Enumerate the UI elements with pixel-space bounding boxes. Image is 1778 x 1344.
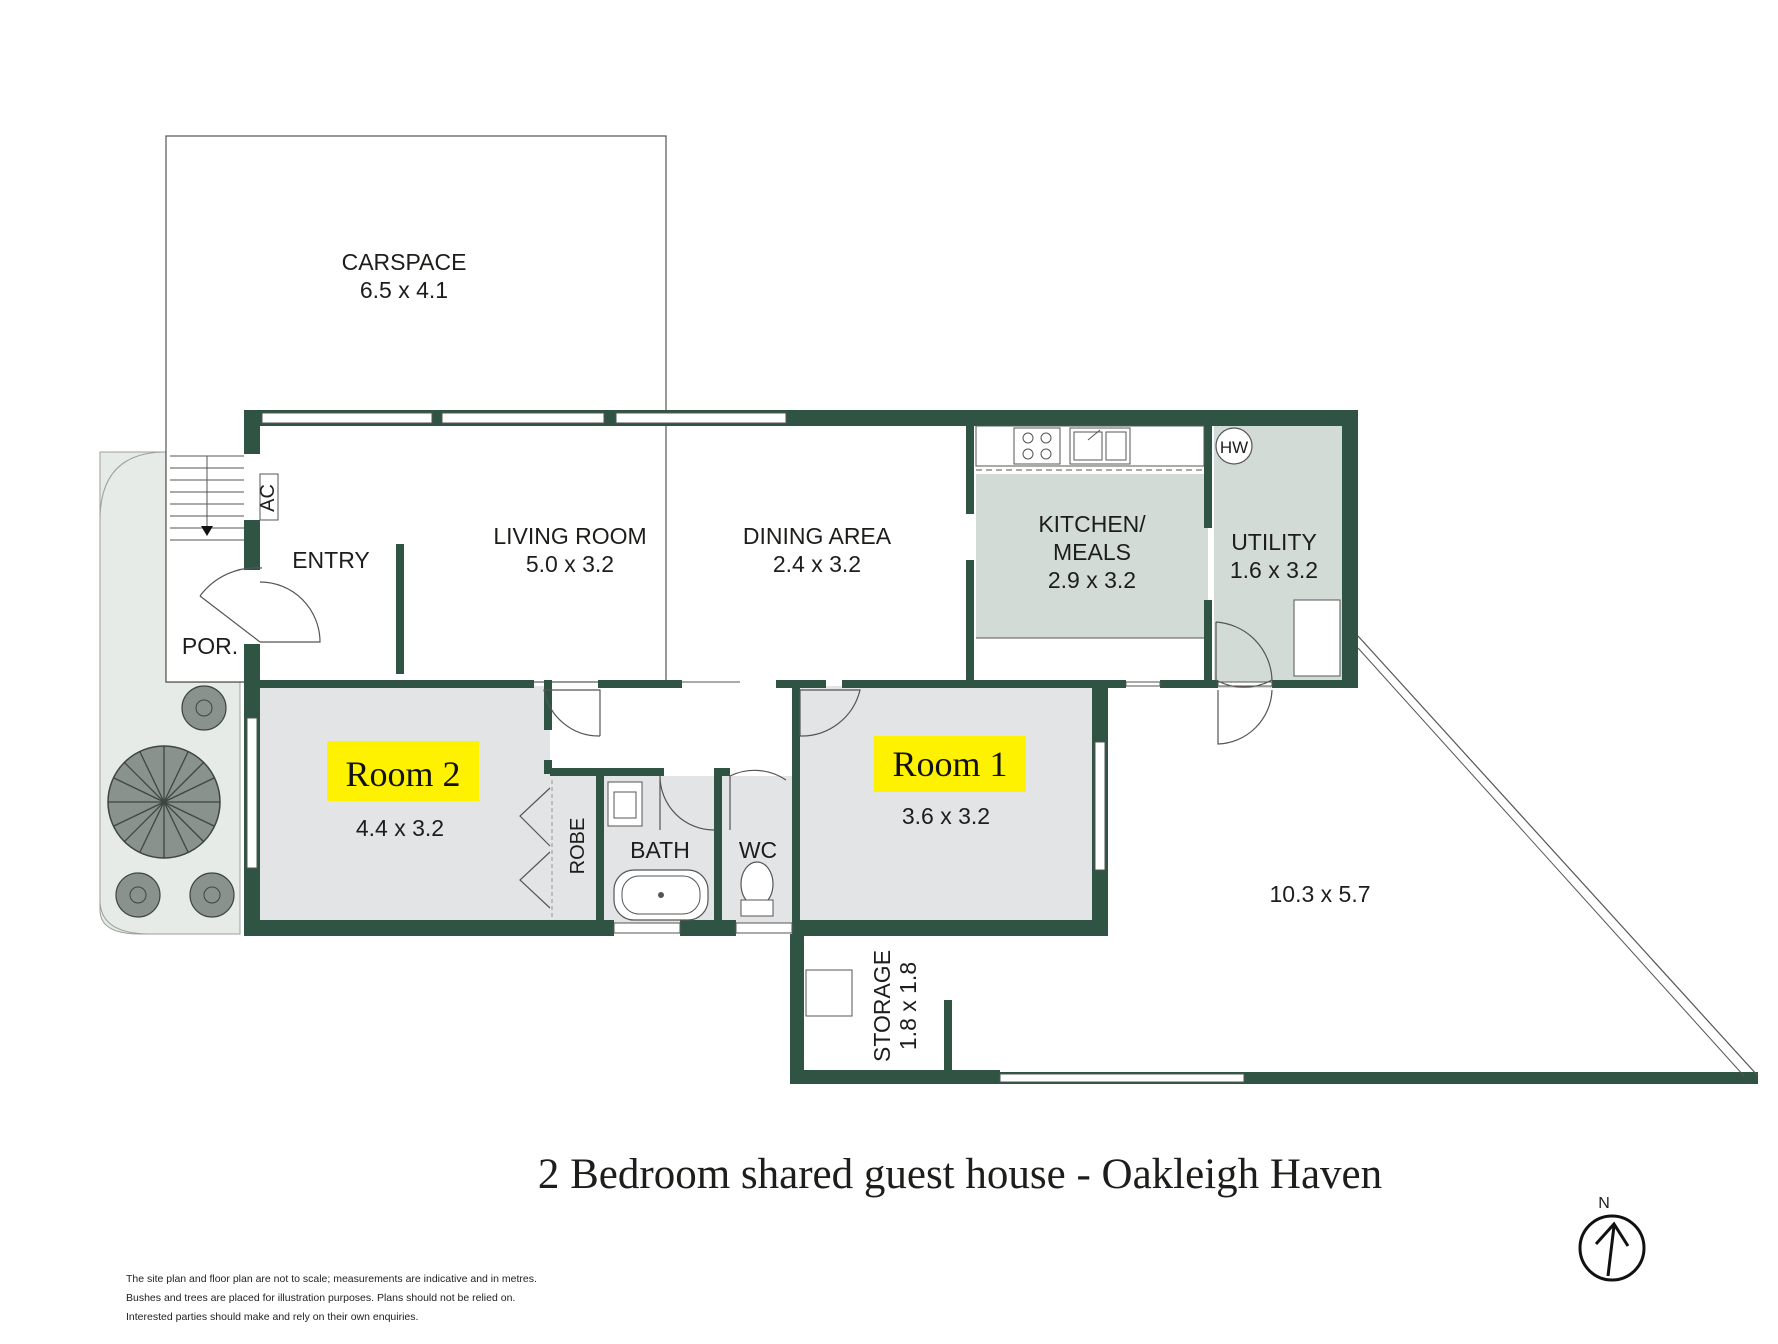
bathtub-icon <box>613 869 709 921</box>
compass-label: N <box>1598 1195 1610 1212</box>
kitchen-fill <box>976 474 1208 638</box>
porch-name: POR. <box>182 633 238 659</box>
yard-dims: 10.3 x 5.7 <box>1269 881 1370 907</box>
plan-title: 2 Bedroom shared guest house - Oakleigh … <box>538 1151 1382 1198</box>
garden-curve <box>99 451 167 935</box>
storage-name: STORAGE <box>869 950 895 1062</box>
disclaimer-line-2: Bushes and trees are placed for illustra… <box>126 1292 515 1304</box>
doors <box>199 567 1273 909</box>
room2-tag: Room 2 <box>345 754 460 794</box>
kitchen-dims: 2.9 x 3.2 <box>1048 567 1136 593</box>
storage-box <box>805 969 853 1017</box>
bush-icon <box>189 872 235 918</box>
room1-highlight <box>874 736 1026 792</box>
room1-fill <box>800 686 1094 924</box>
carspace-dims: 6.5 x 4.1 <box>360 277 448 303</box>
utility-appliance <box>1293 599 1341 677</box>
bush-icon <box>115 872 161 918</box>
kitchen-bench <box>975 425 1205 471</box>
hot-water-icon <box>1215 427 1253 465</box>
ac-unit <box>259 473 279 521</box>
room2-dims: 4.4 x 3.2 <box>356 815 444 841</box>
room2-fill <box>252 686 550 924</box>
entry-name: ENTRY <box>292 547 370 573</box>
dining-dims: 2.4 x 3.2 <box>773 551 861 577</box>
carspace-name: CARSPACE <box>342 249 467 275</box>
living-dims: 5.0 x 3.2 <box>526 551 614 577</box>
basin-icon <box>607 781 643 827</box>
robe-label: ROBE <box>567 818 589 875</box>
robe-fill <box>550 776 600 924</box>
room1-tag: Room 1 <box>892 744 1007 784</box>
kitchen-name-line2: MEALS <box>1053 539 1131 565</box>
utility-dims: 1.6 x 3.2 <box>1230 557 1318 583</box>
windows <box>246 412 1273 1083</box>
kitchen-name-line1: KITCHEN/ <box>1038 511 1146 537</box>
room2-highlight <box>327 741 479 801</box>
large-tree-icon <box>107 745 221 859</box>
hw-label: HW <box>1220 438 1248 457</box>
living-name: LIVING ROOM <box>493 523 646 549</box>
dining-name: DINING AREA <box>743 523 892 549</box>
arrow-down-icon <box>201 526 213 536</box>
yard-boundary <box>1357 635 1759 1077</box>
wc-label: WC <box>739 837 777 863</box>
utility-name: UTILITY <box>1231 529 1317 555</box>
bush-icon <box>181 685 227 731</box>
room1-dims: 3.6 x 3.2 <box>902 803 990 829</box>
disclaimer-line-3: Interested parties should make and rely … <box>126 1311 418 1323</box>
disclaimer-line-1: The site plan and floor plan are not to … <box>126 1273 537 1285</box>
bath-label: BATH <box>630 837 690 863</box>
entry-steps <box>170 455 244 541</box>
storage-dims: 1.8 x 1.8 <box>895 962 921 1050</box>
north-compass-icon: N <box>1578 1195 1646 1282</box>
toilet-icon <box>740 861 774 917</box>
ac-label: AC <box>257 484 279 512</box>
kitchen-lower-bench <box>976 638 1204 680</box>
